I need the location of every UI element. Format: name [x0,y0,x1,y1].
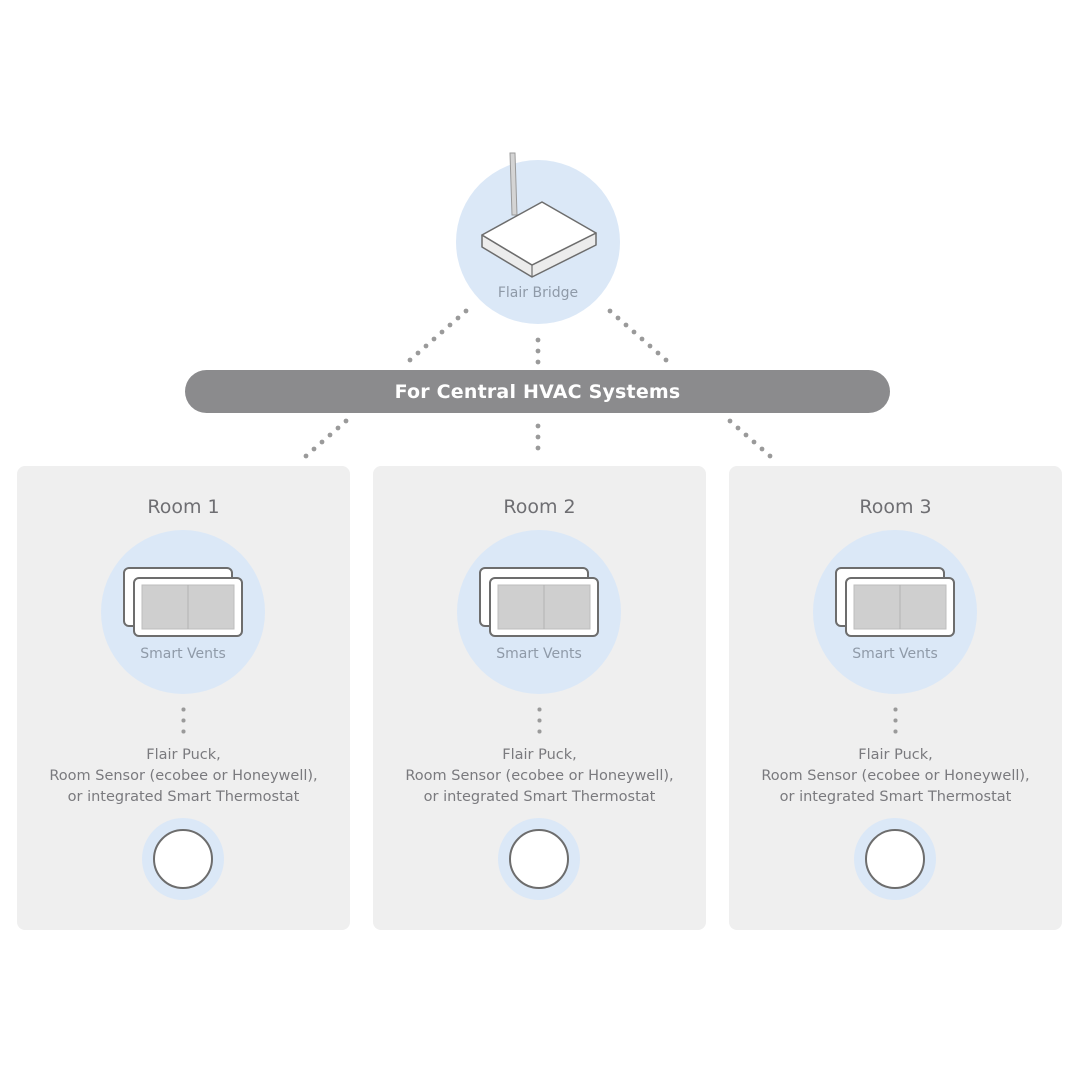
sensor-line: Flair Puck, [502,747,577,763]
room-card: Room 3 Smart Vents Flair Puck, Room Sens… [729,466,1062,930]
hvac-bar: For Central HVAC Systems [185,370,890,413]
sensor-description: Flair Puck, Room Sensor (ecobee or Honey… [17,745,350,808]
puck-icon [153,829,213,889]
room-title: Room 3 [859,496,932,518]
sensor-line: Flair Puck, [146,747,221,763]
sensor-line: Room Sensor (ecobee or Honeywell), [405,768,674,784]
smart-vent-icon [123,567,243,637]
sensor-line: Flair Puck, [858,747,933,763]
vents-label: Smart Vents [852,646,938,662]
vents-label: Smart Vents [140,646,226,662]
room-title: Room 1 [147,496,220,518]
bridge-label: Flair Bridge [497,285,579,301]
router-icon [481,152,597,278]
room-connector-dots [181,704,186,738]
smart-vent-icon [479,567,599,637]
sensor-line: Room Sensor (ecobee or Honeywell), [49,768,318,784]
room-connector-dots [537,704,542,738]
sensor-line: or integrated Smart Thermostat [779,789,1012,805]
smart-vent-icon [835,567,955,637]
sensor-description: Flair Puck, Room Sensor (ecobee or Honey… [373,745,706,808]
puck-icon [865,829,925,889]
room-card: Room 1 Smart Vents Flair Puck, Room Sens… [17,466,350,930]
vents-label: Smart Vents [496,646,582,662]
room-title: Room 2 [503,496,576,518]
sensor-line: or integrated Smart Thermostat [67,789,300,805]
hvac-bar-label: For Central HVAC Systems [394,380,681,403]
room-connector-dots [893,704,898,738]
sensor-line: Room Sensor (ecobee or Honeywell), [761,768,1030,784]
sensor-line: or integrated Smart Thermostat [423,789,656,805]
room-card: Room 2 Smart Vents Flair Puck, Room Sens… [373,466,706,930]
sensor-description: Flair Puck, Room Sensor (ecobee or Honey… [729,745,1062,808]
puck-icon [509,829,569,889]
